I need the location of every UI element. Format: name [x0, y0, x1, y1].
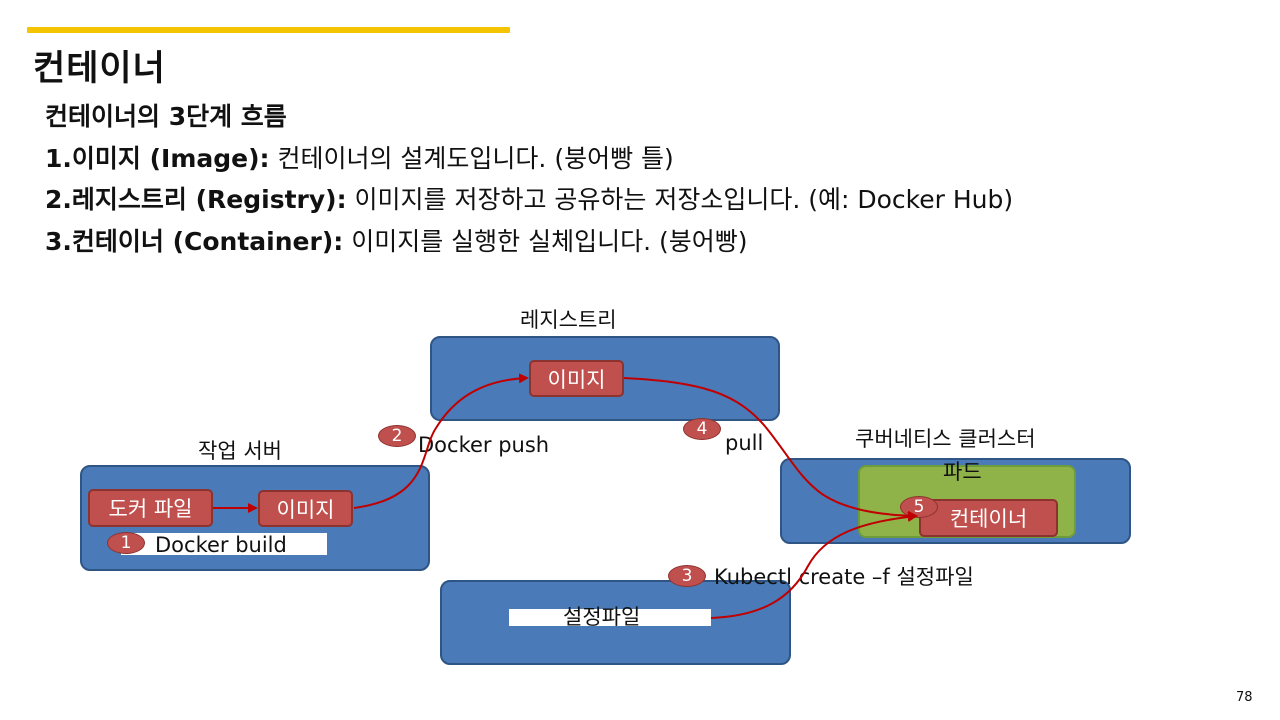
bullet-heading: 컨테이너의 3단계 흐름 [45, 102, 287, 131]
docker-build-label: Docker build [155, 533, 287, 557]
page-number: 78 [1236, 690, 1253, 705]
bullet-image-term: 1.이미지 (Image): [45, 143, 270, 173]
bullet-line-registry: 2.레지스트리 (Registry): 이미지를 저장하고 공유하는 저장소입니… [45, 183, 1013, 225]
bullet-container-term: 3.컨테이너 (Container): [45, 226, 344, 256]
bullet-image-desc: 컨테이너의 설계도입니다. (붕어빵 틀) [269, 143, 674, 173]
step-3-badge: 3 [668, 565, 706, 587]
step-1-badge: 1 [107, 532, 145, 554]
title-accent-bar [27, 27, 510, 33]
bullet-line-heading: 컨테이너의 3단계 흐름 [45, 100, 1013, 142]
container-item: 컨테이너 [919, 499, 1058, 537]
k8s-cluster-label: 쿠버네티스 클러스터 [855, 427, 1036, 451]
docker-push-label: Docker push [418, 433, 550, 457]
bullet-registry-desc: 이미지를 저장하고 공유하는 저장소입니다. (예: Docker Hub) [346, 185, 1014, 214]
arrow-pull-to-container [623, 377, 918, 521]
registry-image-item: 이미지 [529, 360, 624, 397]
bullet-registry-term: 2.레지스트리 (Registry): [45, 185, 347, 214]
work-server-label: 작업 서버 [198, 439, 282, 463]
bullet-list: 컨테이너의 3단계 흐름 1.이미지 (Image): 컨테이너의 설계도입니다… [45, 100, 1013, 266]
pull-label: pull [725, 431, 764, 455]
dockerfile-item: 도커 파일 [88, 489, 213, 527]
step-2-badge: 2 [378, 425, 416, 447]
arrow-config-to-container [710, 511, 918, 619]
step-4-badge: 4 [683, 418, 721, 440]
pod-label: 파드 [943, 460, 982, 484]
bullet-line-image: 1.이미지 (Image): 컨테이너의 설계도입니다. (붕어빵 틀) [45, 142, 1013, 184]
config-label-bar [509, 609, 711, 626]
arrow-push-to-registry [353, 373, 529, 509]
config-file-label: 설정파일 [563, 605, 641, 629]
work-server-image-item: 이미지 [258, 490, 353, 527]
registry-label: 레지스트리 [520, 308, 617, 332]
bullet-container-desc: 이미지를 실행한 실체입니다. (붕어빵) [343, 226, 748, 256]
kubectl-create-label: Kubectl create –f 설정파일 [714, 565, 974, 589]
bullet-line-container: 3.컨테이너 (Container): 이미지를 실행한 실체입니다. (붕어빵… [45, 225, 1013, 267]
slide-title: 컨테이너 [33, 49, 166, 89]
build-label-bar [121, 533, 327, 555]
